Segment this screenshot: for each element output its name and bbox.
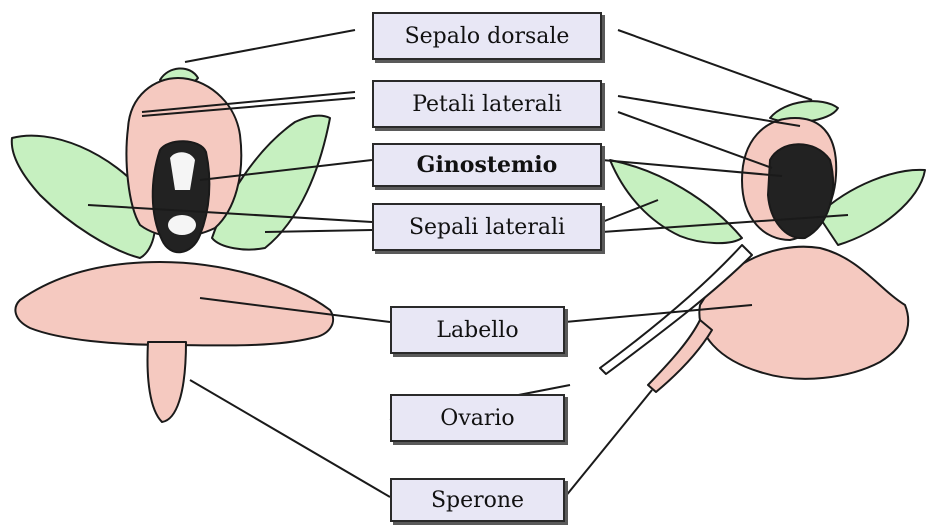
left-spur <box>148 342 186 422</box>
label-labello: Labello <box>390 306 565 354</box>
left-flower-front-view <box>12 68 333 422</box>
label-ovario: Ovario <box>390 394 565 442</box>
label-sepali-laterali: Sepali laterali <box>372 203 602 251</box>
label-petali-laterali: Petali laterali <box>372 80 602 128</box>
label-sepalo-dorsale: Sepalo dorsale <box>372 12 602 60</box>
right-flower-side-view <box>600 101 925 392</box>
left-labellum <box>15 262 333 345</box>
label-sperone: Sperone <box>390 478 565 522</box>
label-ginostemio: Ginostemio <box>372 143 602 187</box>
